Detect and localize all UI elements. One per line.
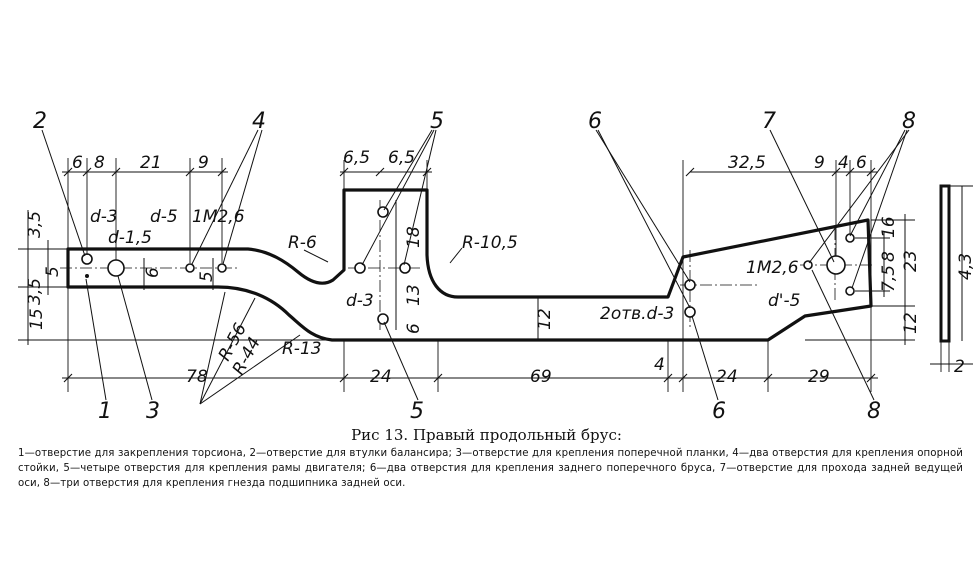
dim-69: 69	[530, 367, 552, 387]
hole-3	[107, 259, 125, 277]
dim-24-a: 24	[370, 367, 392, 387]
label-d5-right: d'-5	[768, 291, 800, 311]
dim-2-side: 2	[954, 357, 965, 377]
leader-8-top: 8	[902, 109, 916, 134]
dim-5-small: 5	[197, 271, 217, 282]
dim-8-top: 8	[94, 153, 105, 173]
hole-5c	[399, 262, 411, 274]
hole-5a	[377, 206, 389, 218]
leader-8-bottom: 8	[867, 399, 881, 424]
label-m26-right: 1М2,6	[746, 258, 799, 278]
dimension-lines	[27, 171, 906, 379]
dim-78: 78	[186, 367, 208, 387]
label-d3-mid: d-3	[346, 291, 374, 311]
dim-6-right: 6	[856, 153, 867, 173]
radius-r6: R-6	[288, 233, 317, 253]
label-d15: d-1,5	[108, 228, 152, 248]
dim-4-3: 4,3	[956, 253, 973, 280]
dim-5-left: 5	[43, 266, 63, 277]
dim-29: 29	[808, 367, 830, 387]
label-m26: 1М2,6	[192, 207, 245, 227]
dim-18: 18	[404, 226, 424, 248]
hole-8b	[803, 260, 813, 270]
label-d5: d-5	[150, 207, 178, 227]
label-two-holes: 2отв.d-3	[600, 304, 674, 324]
radius-r13: R-13	[282, 339, 322, 359]
dim-32-5: 32,5	[728, 153, 766, 173]
leader-5-top: 5	[430, 109, 444, 134]
side-view	[930, 184, 973, 372]
leader-lines	[41, 129, 910, 405]
extension-lines	[18, 158, 915, 392]
dim-8-right: 8	[879, 251, 899, 262]
dim-6-mid: 6	[404, 323, 424, 334]
leader-2: 2	[33, 109, 47, 134]
hole-6a	[684, 279, 696, 291]
leader-6-top: 6	[588, 109, 602, 134]
leader-3: 3	[146, 399, 160, 424]
leader-4: 4	[252, 109, 266, 134]
dim-6-top: 6	[72, 153, 83, 173]
drawing: 2 4 5 6 7 8 1 3 5 6 8 6 8 21 9 d-3 d-1,5…	[18, 109, 973, 424]
hole-5d	[377, 313, 389, 325]
dim-24-b: 24	[716, 367, 738, 387]
hole-4b	[217, 263, 227, 273]
leader-7: 7	[762, 109, 776, 134]
leader-5-bottom: 5	[410, 399, 424, 424]
dim-23: 23	[901, 250, 921, 272]
dim-4-bottom: 4	[654, 355, 665, 375]
dim-4-right: 4	[838, 153, 849, 173]
hole-2	[81, 253, 93, 265]
dim-9-right: 9	[814, 153, 825, 173]
dim-15: 15	[27, 308, 47, 330]
dim-13: 13	[404, 284, 424, 306]
dim-12-mid: 12	[535, 308, 555, 330]
label-d3: d-3	[90, 207, 118, 227]
dim-3-5-lower: 3,5	[25, 278, 45, 305]
hole-7	[826, 255, 846, 275]
dim-6-5-b: 6,5	[388, 148, 415, 168]
dim-21: 21	[140, 153, 162, 173]
dim-6-5-a: 6,5	[343, 148, 370, 168]
figure-legend: 1—отверстие для закрепления торсиона, 2—…	[18, 448, 963, 489]
dim-12-right: 12	[901, 312, 921, 334]
leader-1: 1	[98, 399, 112, 424]
leader-6-bottom: 6	[712, 399, 726, 424]
figure-caption: Рис 13. Правый продольный брус:	[351, 426, 622, 444]
hole-1	[85, 274, 89, 278]
dim-3-5-upper: 3,5	[25, 211, 45, 238]
hole-4a	[185, 263, 195, 273]
hole-8c	[845, 286, 855, 296]
dim-6-left: 6	[143, 267, 163, 278]
hole-5b	[354, 262, 366, 274]
dim-7-5: 7,5	[879, 265, 899, 292]
dim-9-top: 9	[198, 153, 209, 173]
tick-marks	[63, 167, 876, 383]
beam-outline	[66, 188, 873, 342]
radius-r10-5: R-10,5	[462, 233, 518, 253]
hole-6b	[684, 306, 696, 318]
dim-16: 16	[879, 216, 899, 238]
